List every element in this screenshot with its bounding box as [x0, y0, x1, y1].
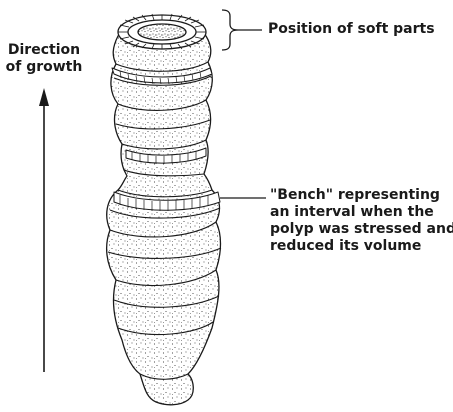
bench-label-line2: an interval when the: [270, 204, 450, 221]
calyx-top: [118, 14, 206, 49]
bench-label-line4: reduced its volume: [270, 238, 450, 255]
bench-label: "Bench" representing an interval when th…: [270, 187, 450, 255]
growth-label-line1: Direction: [8, 42, 80, 58]
bench-label-line1: "Bench" representing: [270, 187, 450, 204]
growth-label-line2: of growth: [6, 59, 83, 75]
soft-parts-label: Position of soft parts: [268, 21, 435, 38]
growth-arrow: [39, 88, 49, 372]
coral-body: [107, 14, 221, 405]
bench-label-line3: polyp was stressed and: [270, 221, 450, 238]
soft-parts-bracket: [222, 10, 262, 50]
growth-direction-label: Direction of growth: [4, 42, 84, 76]
